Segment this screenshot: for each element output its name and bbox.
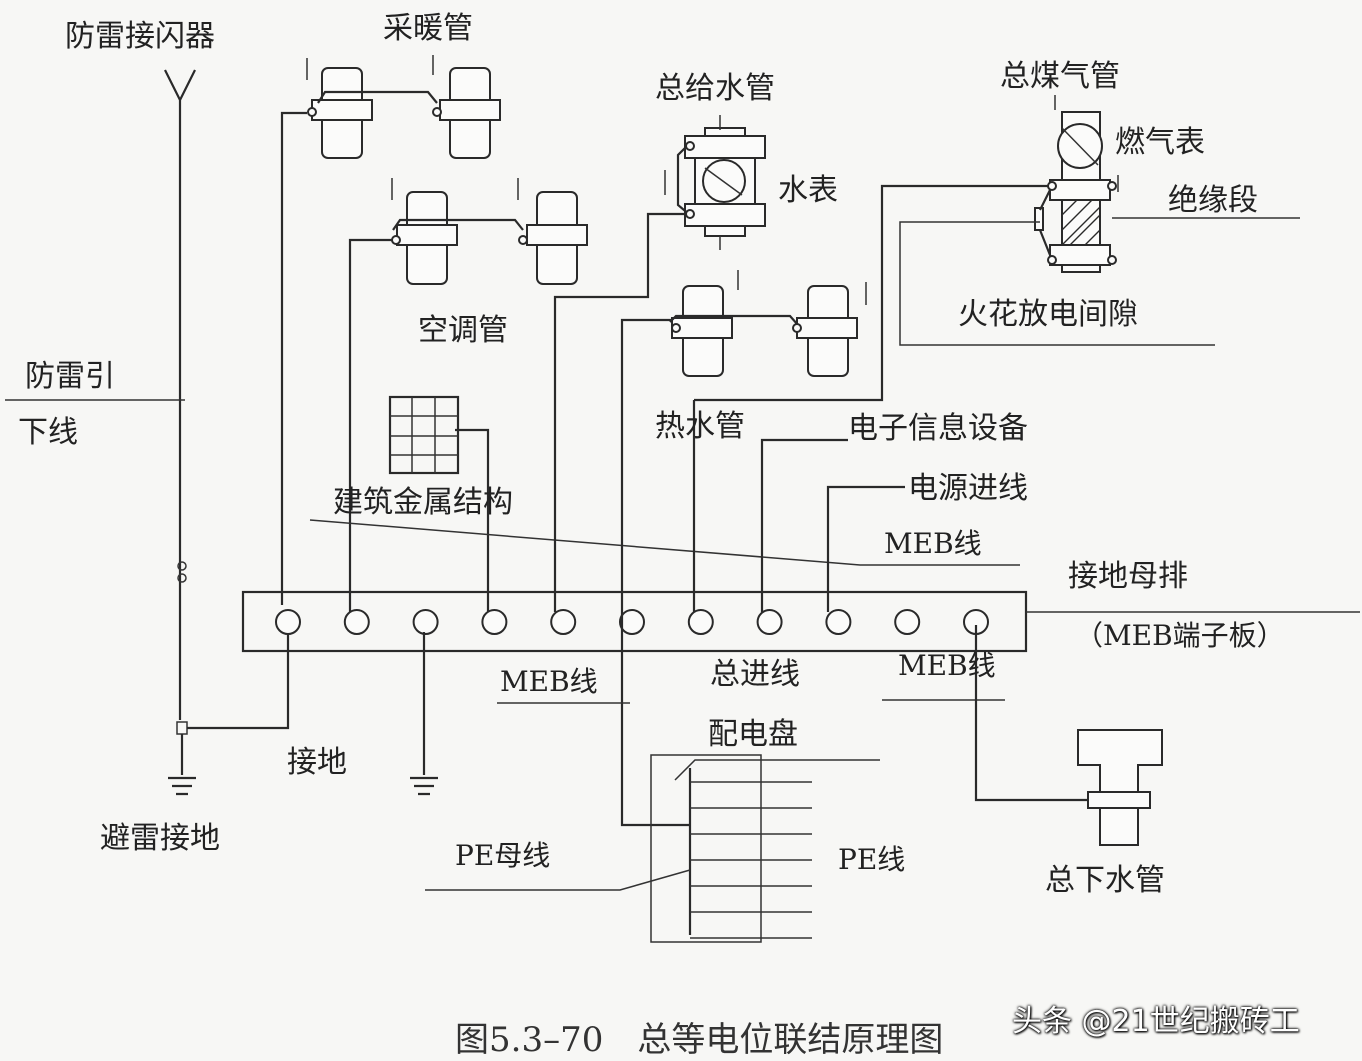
water-bond-wire — [553, 212, 686, 612]
pe-busbar-label: PE母线 — [455, 839, 551, 872]
down-conductor-label-1: 防雷引 — [25, 359, 115, 394]
ac-pipe-icon — [391, 178, 588, 285]
building-metal-structure-icon — [388, 395, 460, 475]
lightning-grounding-label: 避雷接地 — [100, 821, 220, 856]
heating-bond-wire — [280, 111, 307, 605]
busbar-terminal — [894, 609, 921, 635]
ac-pipe-label: 空调管 — [418, 313, 508, 348]
pe-line-label: PE线 — [838, 843, 906, 876]
lightning-rod-icon — [164, 69, 196, 720]
busbar-terminal — [481, 609, 508, 635]
meb-line-label-3: MEB线 — [898, 649, 996, 682]
busbar-terminal — [756, 609, 783, 635]
water-meter-label: 水表 — [778, 173, 838, 208]
busbar-terminal — [550, 609, 577, 635]
gas-meter-icon — [1034, 95, 1119, 273]
distribution-board-label: 配电盘 — [708, 717, 798, 752]
building-metal-structure-label: 建筑金属结构 — [333, 485, 513, 520]
main-incoming-label: 总进线 — [710, 657, 800, 692]
busbar-terminal — [825, 609, 852, 635]
busbar-terminal — [619, 609, 645, 635]
ac-bond-wire — [348, 238, 392, 612]
test-joint-icon — [177, 561, 187, 571]
figure-caption: 图5.3–70 总等电位联结原理图 — [455, 1020, 944, 1060]
hot-water-pipe-icon — [669, 270, 867, 377]
drain-bond-wire — [974, 625, 1090, 802]
busbar-terminal — [412, 609, 439, 635]
electronic-equipment-wire — [760, 438, 848, 612]
water-meter-icon — [664, 115, 766, 250]
pe-busbar-leader — [425, 869, 691, 891]
test-joint-icon — [177, 573, 187, 583]
insulating-section-label: 绝缘段 — [1168, 183, 1258, 218]
power-incoming-label: 电源进线 — [908, 471, 1028, 506]
ground-symbol-icon — [168, 776, 196, 796]
distribution-board — [650, 754, 762, 943]
grounding-label: 接地 — [287, 745, 347, 780]
electronic-equipment-label: 电子信息设备 — [848, 411, 1028, 446]
down-conductor-label-2: 下线 — [18, 415, 78, 450]
hot-water-bond-wire — [620, 318, 690, 827]
heating-pipe-label: 采暖管 — [383, 11, 473, 46]
structure-bond-wire — [455, 428, 490, 612]
grounding-busbar-label: 接地母排 — [1068, 559, 1188, 594]
power-incoming-wire — [826, 485, 905, 612]
connector-icon — [176, 721, 188, 735]
gas-bond-wire — [694, 184, 1048, 402]
main-drain-pipe-label: 总下水管 — [1045, 863, 1165, 898]
lightning-rod-label: 防雷接闪器 — [65, 19, 215, 54]
down-conductor-bond-wire — [187, 628, 290, 730]
spark-gap-label: 火花放电间隙 — [958, 297, 1138, 332]
meb-terminal-board-label: （MEB端子板） — [1075, 619, 1285, 652]
busbar-terminal — [687, 609, 714, 635]
distribution-board-leader — [674, 759, 880, 781]
pe-lines — [690, 781, 812, 939]
watermark: 头条 @21世纪搬砖工 — [1012, 1004, 1300, 1039]
grounding-busbar — [241, 590, 1028, 653]
drain-pipe-icon — [1077, 729, 1163, 846]
gas-meter-label: 燃气表 — [1115, 125, 1205, 160]
main-gas-pipe-label: 总煤气管 — [1000, 59, 1120, 94]
meb-line-label-1: MEB线 — [884, 527, 982, 560]
heating-pipe-icon — [306, 55, 501, 159]
ground-symbol-icon — [410, 776, 438, 796]
spark-gap-leader — [899, 221, 1215, 346]
busbar-terminal — [343, 609, 370, 635]
busbar-terminals — [275, 609, 989, 635]
main-water-pipe-label: 总给水管 — [655, 71, 775, 106]
busbar-terminal — [275, 609, 301, 635]
meb-line-leader — [309, 519, 1020, 566]
meb-line-label-2: MEB线 — [500, 665, 598, 698]
hot-water-pipe-label: 热水管 — [655, 409, 745, 444]
